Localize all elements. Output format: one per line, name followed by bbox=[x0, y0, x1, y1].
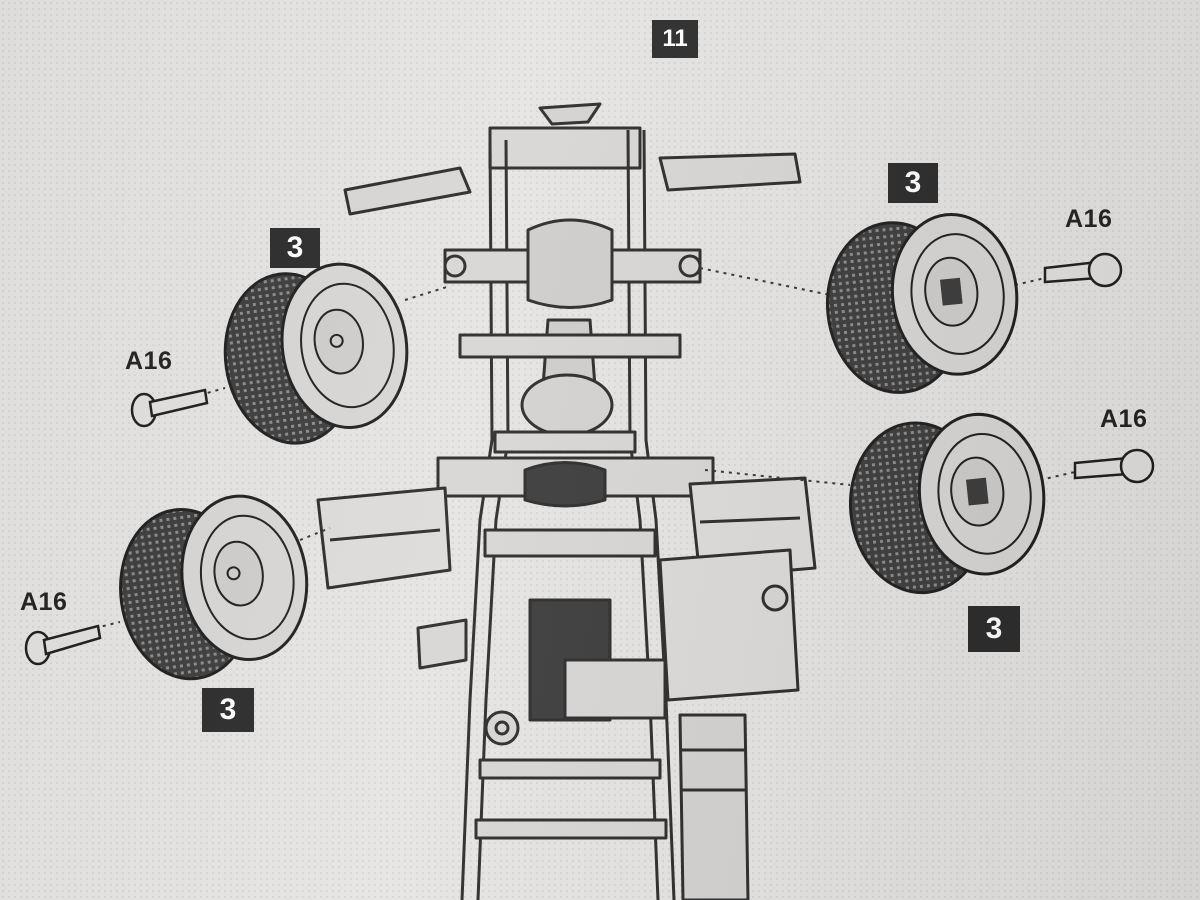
bolt-icon bbox=[24, 624, 102, 666]
wheel-icon bbox=[223, 262, 409, 445]
assembly-guide-lines bbox=[94, 267, 1076, 629]
bolt-part-label: A16 bbox=[125, 347, 173, 375]
chassis-frame-icon bbox=[316, 102, 817, 900]
bolt-icon bbox=[130, 388, 209, 428]
bolt-icon bbox=[1073, 448, 1155, 484]
bolt-part-label: A16 bbox=[20, 588, 68, 616]
wheel-part-badge: 3 bbox=[270, 228, 320, 268]
wheel-part-badge: 3 bbox=[968, 606, 1020, 652]
wheel-part-badge: 3 bbox=[202, 688, 254, 732]
step-number-badge: 11 bbox=[652, 20, 698, 58]
bolt-icon bbox=[1043, 252, 1123, 288]
wheel-icon bbox=[848, 412, 1046, 595]
wheel-icon bbox=[119, 494, 309, 681]
wheel-part-badge: 3 bbox=[888, 163, 938, 203]
bolt-part-label: A16 bbox=[1100, 405, 1148, 433]
wheel-icon bbox=[825, 213, 1019, 394]
bolt-part-label: A16 bbox=[1065, 205, 1113, 233]
